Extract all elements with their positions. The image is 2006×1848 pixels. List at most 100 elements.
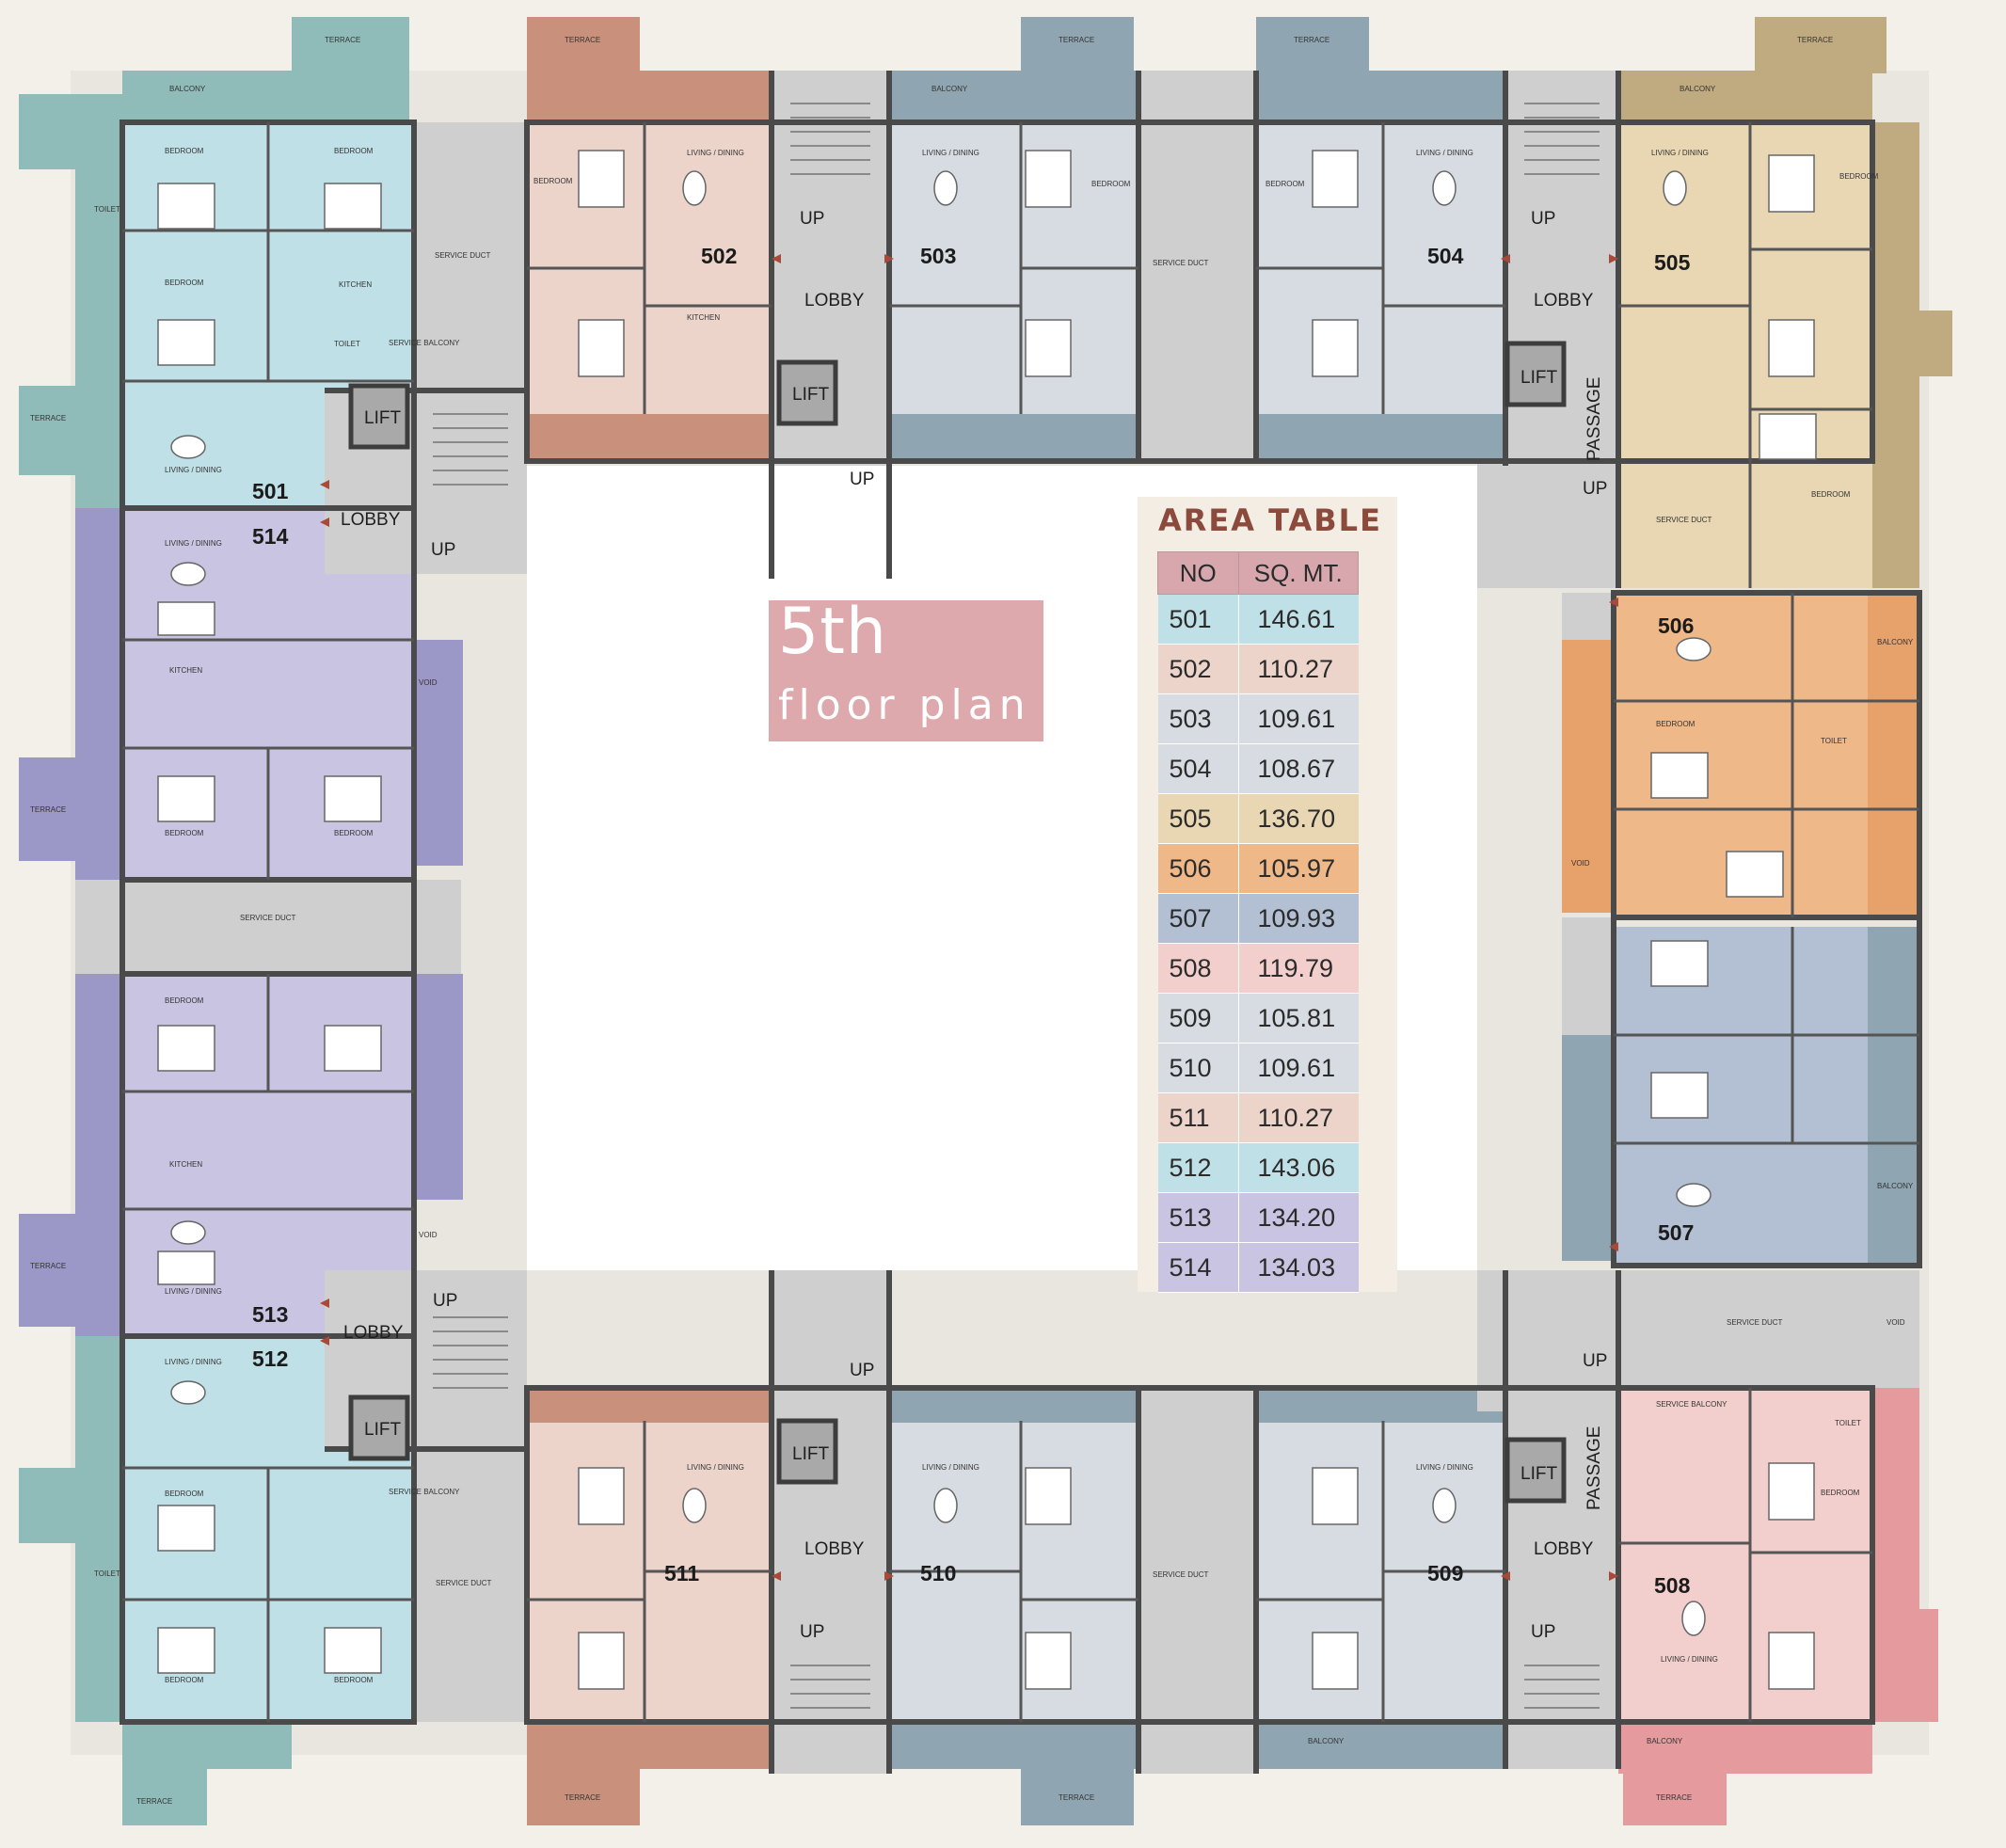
room-label: KITCHEN — [169, 666, 202, 675]
lift-label: LIFT — [1520, 368, 1557, 388]
unit-511 — [527, 1388, 772, 1825]
staircases — [433, 103, 1600, 1709]
room-label: VOID — [1887, 1318, 1905, 1327]
up-label: UP — [1531, 209, 1555, 229]
room-labels: BEDROOM BEDROOM BEDROOM KITCHEN LIVING /… — [30, 36, 1914, 1806]
floor-title-box: 5th floor plan — [769, 595, 1043, 741]
unit-508-label: 508 — [1654, 1573, 1691, 1598]
room-label: BALCONY — [1680, 85, 1716, 93]
room-label: LIVING / DINING — [687, 1463, 744, 1472]
room-label: TERRACE — [1294, 36, 1329, 44]
lobby-label: LOBBY — [343, 1323, 404, 1343]
floor-title: 5th — [778, 595, 888, 669]
area-table-header-row: NO SQ. MT. — [1157, 551, 1359, 595]
room-label: TERRACE — [565, 1793, 600, 1802]
room-label: SERVICE BALCONY — [389, 1488, 460, 1496]
unit-number-cell: 505 — [1157, 793, 1238, 844]
area-value-cell: 109.93 — [1237, 893, 1359, 944]
unit-number-cell: 512 — [1157, 1142, 1238, 1193]
room-label: BEDROOM — [1821, 1489, 1860, 1497]
area-value-cell: 134.03 — [1237, 1242, 1359, 1293]
room-label: BALCONY — [1877, 1182, 1914, 1190]
area-value-cell: 146.61 — [1237, 594, 1359, 645]
room-label: TERRACE — [136, 1797, 172, 1806]
unit-506-label: 506 — [1658, 613, 1694, 638]
room-label: BEDROOM — [165, 996, 204, 1005]
room-label: KITCHEN — [339, 280, 372, 289]
room-label: BALCONY — [931, 85, 968, 93]
unit-508 — [1618, 1388, 1938, 1825]
room-label: TOILET — [1835, 1419, 1861, 1427]
unit-509-label: 509 — [1427, 1561, 1463, 1585]
unit-502-label: 502 — [701, 244, 737, 268]
room-label: SERVICE DUCT — [435, 251, 491, 260]
room-label: LIVING / DINING — [687, 149, 744, 157]
lobby-label: LOBBY — [804, 1539, 865, 1559]
unit-number-cell: 510 — [1157, 1043, 1238, 1093]
room-label: SERVICE BALCONY — [389, 339, 460, 347]
unit-number-cell: 507 — [1157, 893, 1238, 944]
area-value-cell: 110.27 — [1237, 644, 1359, 694]
room-label: BEDROOM — [165, 147, 204, 155]
lobby-label: LOBBY — [1534, 1539, 1594, 1559]
room-label: LIVING / DINING — [1416, 149, 1473, 157]
column-header-sq: SQ. MT. — [1237, 551, 1359, 595]
area-value-cell: 108.67 — [1237, 743, 1359, 794]
room-label: BEDROOM — [1811, 490, 1851, 499]
lift-label: LIFT — [364, 1420, 401, 1440]
room-label: BALCONY — [1308, 1737, 1345, 1745]
furniture — [157, 150, 1817, 1690]
room-label: BEDROOM — [533, 177, 573, 185]
unit-503 — [889, 17, 1138, 461]
room-label: BEDROOM — [334, 829, 374, 837]
area-value-cell: 110.27 — [1237, 1092, 1359, 1143]
lift-label: LIFT — [792, 385, 829, 405]
room-label: TERRACE — [565, 36, 600, 44]
lift-label: LIFT — [1520, 1464, 1557, 1484]
room-label: BEDROOM — [165, 1490, 204, 1498]
room-label: TOILET — [94, 1569, 120, 1578]
room-label: TOILET — [1821, 737, 1847, 745]
room-label: SERVICE BALCONY — [1656, 1400, 1727, 1409]
room-label: LIVING / DINING — [165, 466, 222, 474]
room-label: LIVING / DINING — [1651, 149, 1709, 157]
unit-504-label: 504 — [1427, 244, 1464, 268]
room-label: SERVICE DUCT — [240, 914, 296, 922]
room-label: SERVICE DUCT — [1153, 259, 1209, 267]
unit-numbers: 501 502 503 504 505 506 507 508 509 510 … — [252, 244, 1694, 1598]
lobby-label: LOBBY — [804, 291, 865, 311]
up-label: UP — [850, 1361, 874, 1380]
room-label: TERRACE — [30, 414, 66, 422]
room-label: BEDROOM — [1091, 180, 1131, 188]
room-label: TERRACE — [1059, 1793, 1094, 1802]
entry-markers — [320, 254, 1618, 1581]
area-value-cell: 136.70 — [1237, 793, 1359, 844]
up-label: UP — [433, 1291, 457, 1311]
room-label: BEDROOM — [165, 829, 204, 837]
room-label: BEDROOM — [165, 279, 204, 287]
unit-509 — [1256, 1388, 1505, 1769]
area-value-cell: 109.61 — [1237, 1043, 1359, 1093]
room-label: BEDROOM — [334, 1676, 374, 1684]
up-label: UP — [1531, 1622, 1555, 1642]
lobby-label: LOBBY — [341, 510, 401, 530]
passage-label: PASSAGE — [1584, 377, 1604, 461]
room-label: TERRACE — [1656, 1793, 1692, 1802]
unit-511-label: 511 — [664, 1561, 699, 1585]
lift-label: LIFT — [364, 408, 401, 428]
unit-number-cell: 504 — [1157, 743, 1238, 794]
up-label: UP — [850, 470, 874, 489]
